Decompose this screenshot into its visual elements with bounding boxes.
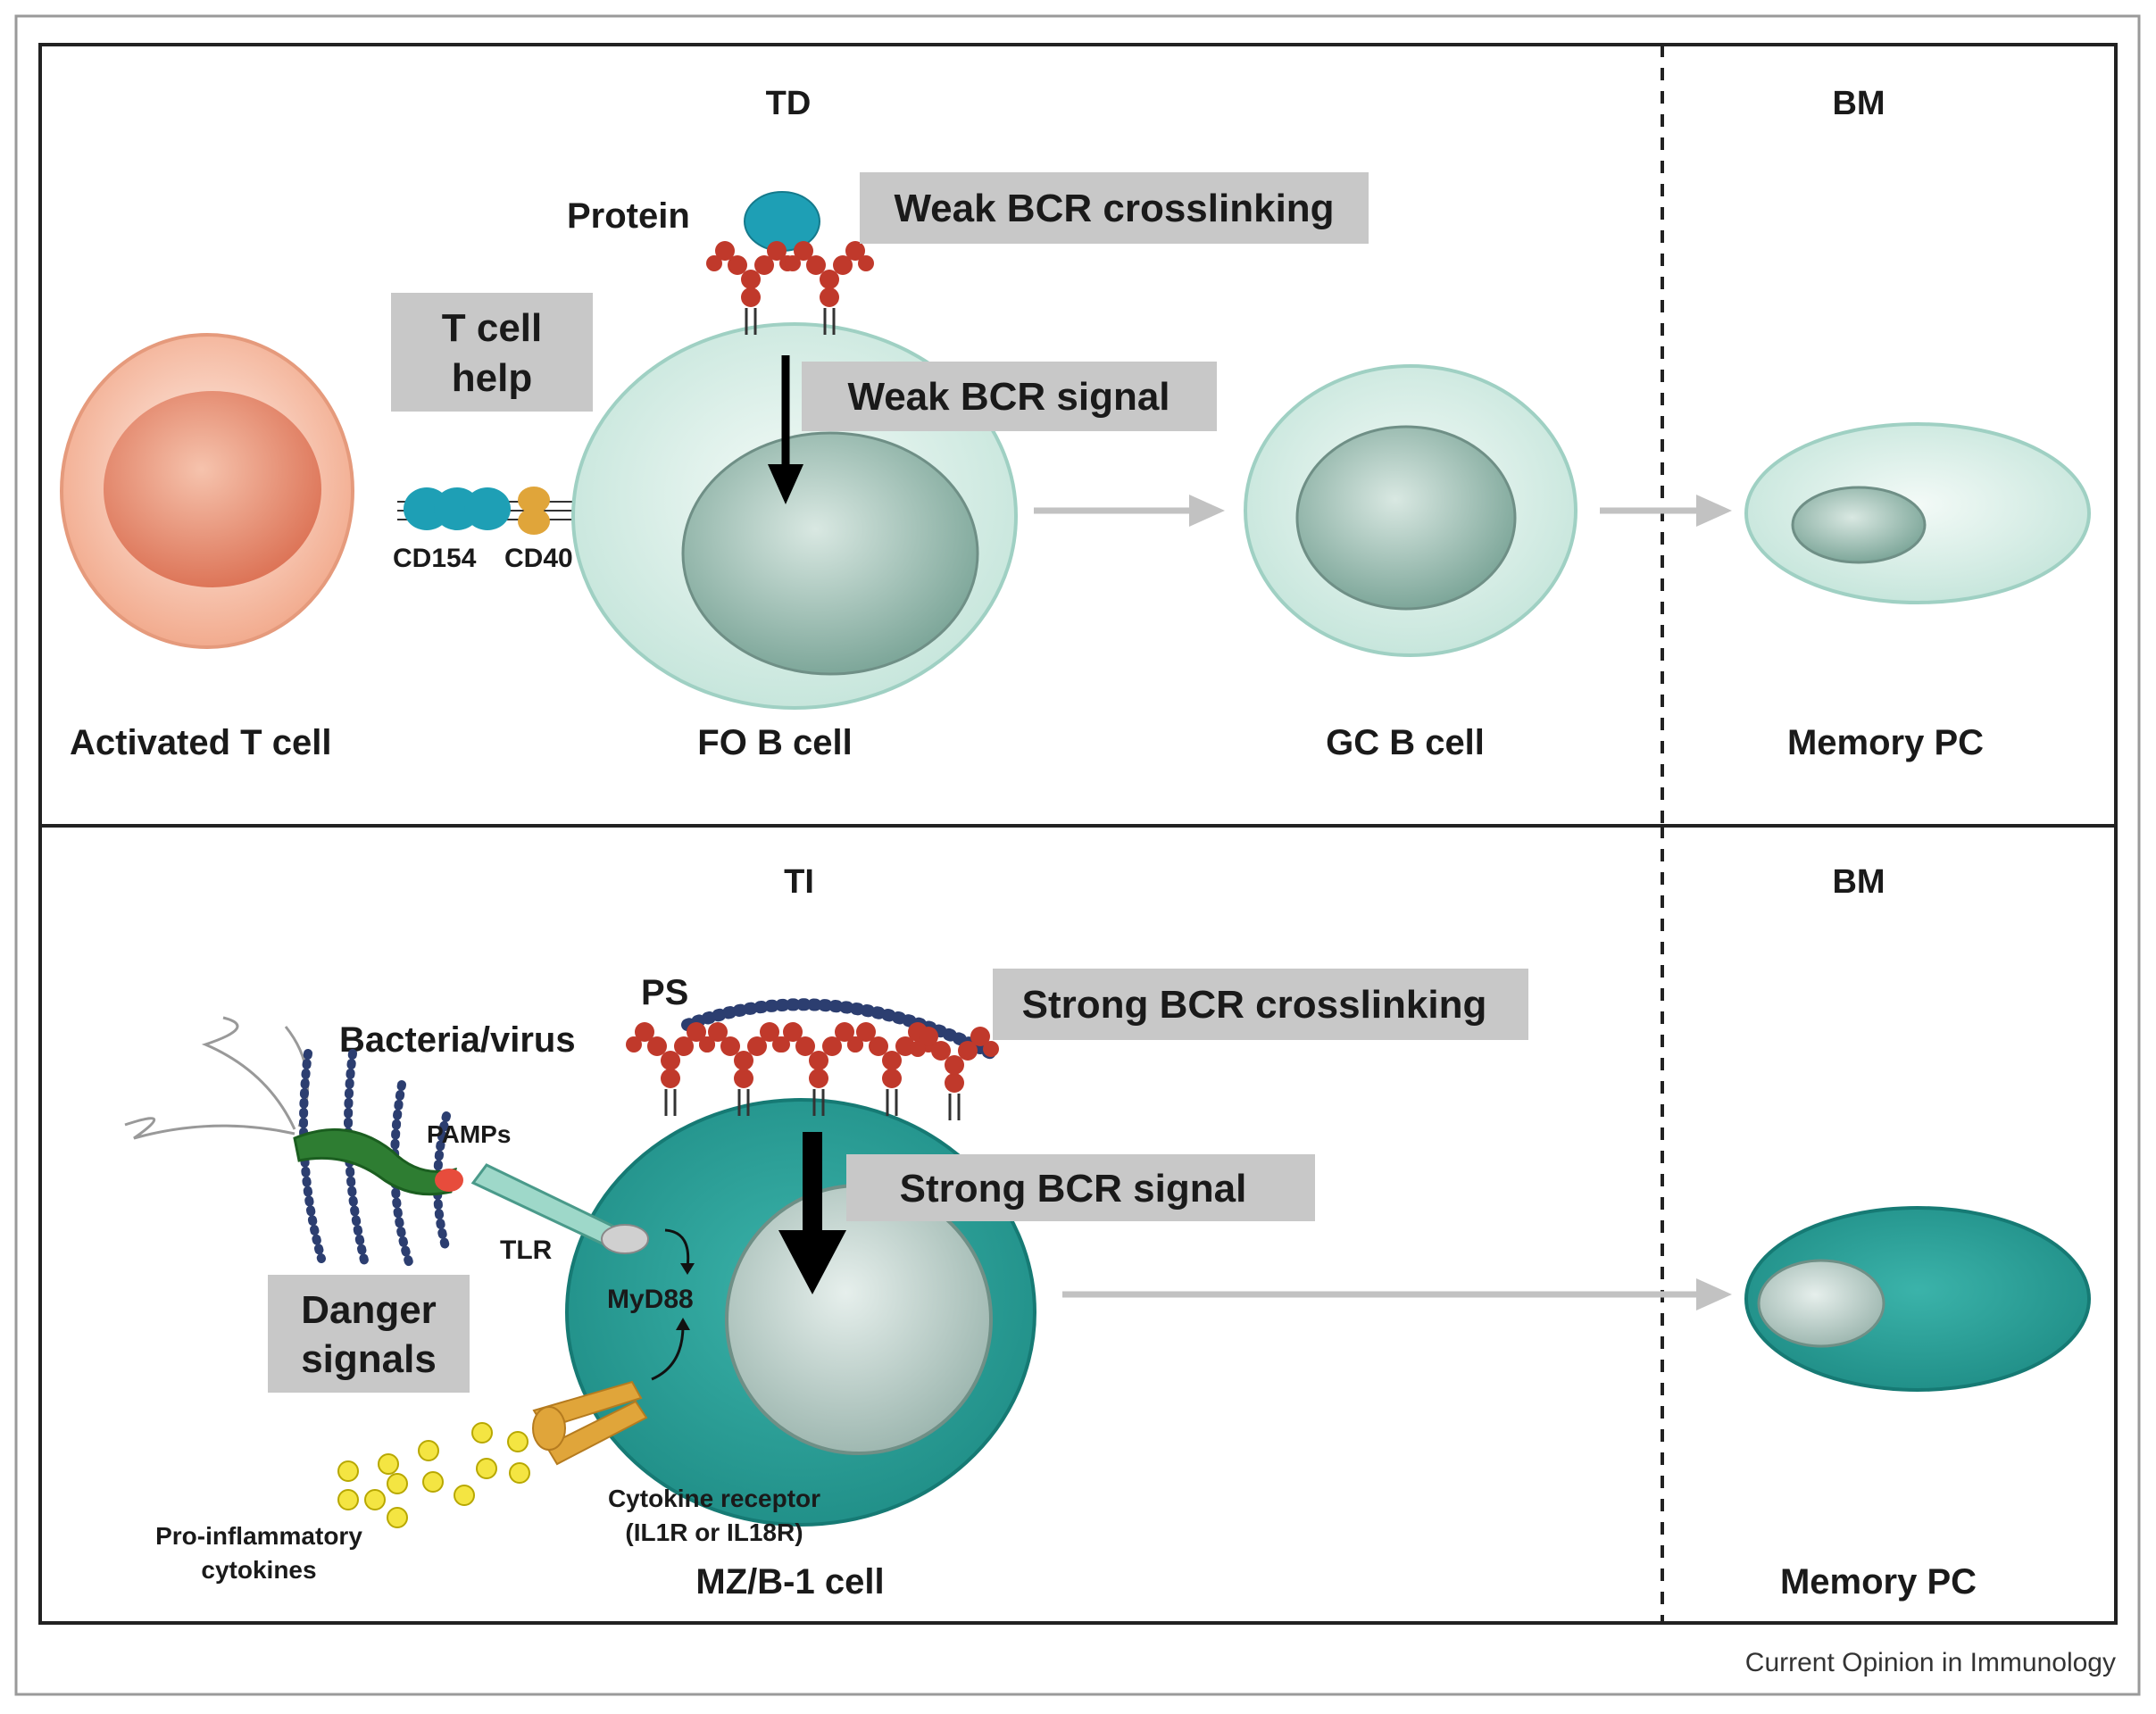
receptor-to-myd88-arrowhead [676, 1318, 690, 1330]
weak-crosslinking-box [860, 172, 1369, 244]
cd154-label: CD154 [393, 544, 477, 573]
t-cell-help-box [391, 293, 593, 412]
gc-b-cell-nucleus [1295, 425, 1517, 611]
t-cell-help-line1: T cell [442, 306, 543, 350]
memory-pc-bottom-label: Memory PC [1780, 1562, 1977, 1602]
panel-bm-label-bottom: BM [1832, 863, 1885, 901]
strong-signal-label: Strong BCR signal [900, 1167, 1247, 1211]
danger-signals-box [268, 1275, 470, 1393]
panel-title-ti: TI [784, 863, 814, 901]
t-cell-label: Activated T cell [70, 723, 331, 762]
strong-signal-box [846, 1154, 1315, 1221]
receptor-to-myd88-arrow [651, 1325, 685, 1381]
tlr-head [601, 1224, 649, 1254]
mz-b1-cell-nucleus [725, 1184, 993, 1455]
tlr-to-myd88-arrow [664, 1228, 690, 1269]
panel-title-td: TD [766, 85, 812, 122]
danger-signals-line2: signals [301, 1337, 437, 1381]
fo-b-cell-nucleus [681, 431, 979, 676]
pamps-label: PAMPs [427, 1120, 511, 1148]
weak-signal-arrowhead [768, 464, 803, 504]
strong-crosslinking-box [993, 969, 1528, 1040]
cytokine-receptor [532, 1380, 648, 1466]
protein-label: Protein [567, 196, 690, 236]
cytokine-receptor-line2: (IL1R or IL18R) [625, 1518, 803, 1546]
strong-signal-arrowhead [778, 1230, 846, 1294]
cytokine-dots [337, 1422, 530, 1528]
pro-inflammatory-line2: cytokines [201, 1556, 316, 1584]
cytokine-receptor-line1: Cytokine receptor [608, 1485, 820, 1512]
fo-b-cell-label: FO B cell [697, 723, 852, 762]
weak-crosslinking-label: Weak BCR crosslinking [894, 187, 1334, 230]
mz-b1-cell-label: MZ/B-1 cell [695, 1562, 884, 1602]
strong-crosslinking-label: Strong BCR crosslinking [1022, 983, 1487, 1027]
t-cell-help-line2: help [452, 356, 532, 400]
antibody-top-left [704, 239, 797, 337]
weak-signal-box [802, 362, 1217, 431]
pro-inflammatory-line1: Pro-inflammatory [155, 1522, 362, 1550]
arrow-mz-to-memory-head [1696, 1278, 1732, 1310]
panel-ti: TI BM MZ/B-1 cell PS Strong BCR crosslin… [38, 824, 2118, 1625]
panel-bm-label-top: BM [1832, 85, 1885, 122]
panel-ti-border [38, 824, 2118, 1625]
bacterium-tip [435, 1169, 463, 1192]
panel-td-border [38, 43, 2118, 828]
protein-antigen [744, 191, 820, 252]
gc-b-cell-label: GC B cell [1326, 723, 1485, 762]
memory-pc-top-label: Memory PC [1787, 723, 1984, 762]
ps-label: PS [641, 973, 688, 1012]
weak-signal-label: Weak BCR signal [847, 375, 1170, 419]
danger-signals-line1: Danger [301, 1288, 437, 1332]
ps-chain [681, 998, 997, 1060]
t-cell-nucleus [104, 391, 321, 587]
arrow-fo-to-gc-head [1189, 495, 1225, 527]
tlr-to-myd88-arrowhead [680, 1263, 695, 1275]
memory-pc-bottom-nucleus [1757, 1259, 1885, 1348]
outer-frame [14, 14, 2141, 1696]
tlr-label: TLR [500, 1236, 553, 1265]
panel-td: TD BM Activated T cell CD154 CD40 T cell… [38, 43, 2118, 828]
arrow-gc-to-memory-head [1696, 495, 1732, 527]
cd154-cd40-complex [397, 487, 589, 535]
bacteria-virus-label: Bacteria/virus [339, 1020, 576, 1060]
antibody-top-right [783, 239, 876, 337]
memory-pc-top-nucleus [1791, 486, 1927, 564]
myd88-label: MyD88 [607, 1285, 694, 1314]
cd40-label: CD40 [504, 544, 573, 573]
journal-credit: Current Opinion in Immunology [1745, 1648, 2116, 1677]
bacterium-flagella [124, 1016, 310, 1140]
